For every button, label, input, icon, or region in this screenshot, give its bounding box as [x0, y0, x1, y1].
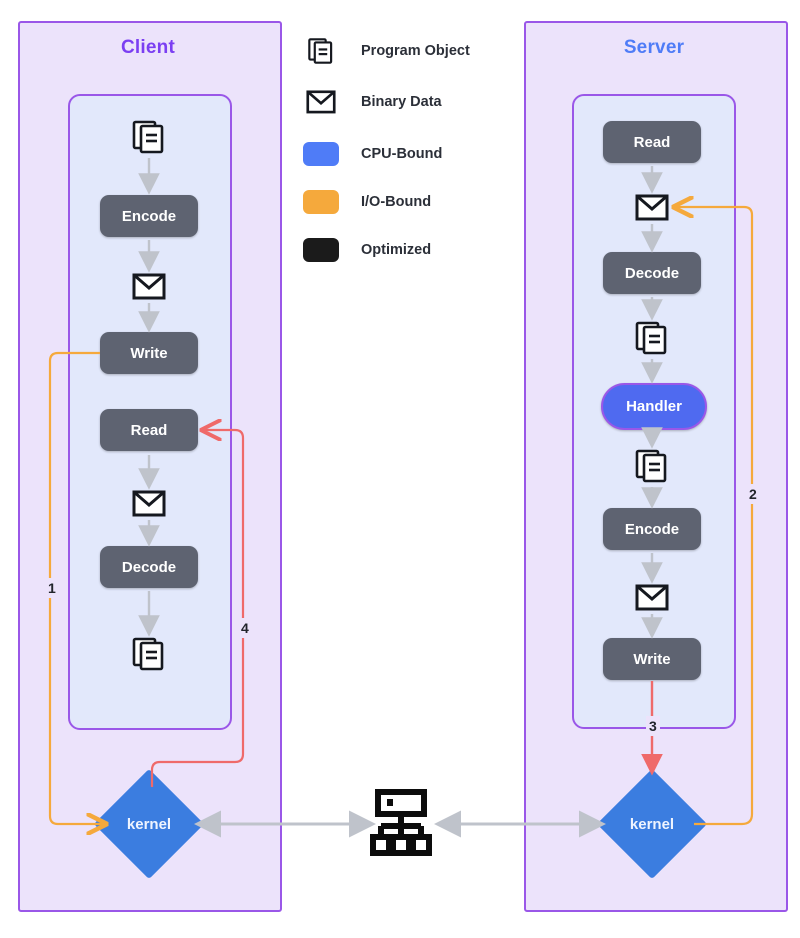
client-node-write-label: Write: [130, 344, 168, 362]
client-kernel-label: kernel: [126, 815, 172, 833]
client-node-decode[interactable]: Decode: [100, 546, 198, 588]
sequence-label-3: 3: [646, 716, 660, 736]
client-kernel[interactable]: kernel: [93, 768, 205, 880]
server-node-encode[interactable]: Encode: [603, 508, 701, 550]
network-hub-icon: [370, 788, 432, 858]
sequence-label-1: 1: [45, 578, 59, 598]
legend-label-program-object: Program Object: [361, 43, 470, 59]
server-node-write[interactable]: Write: [603, 638, 701, 680]
server-title: Server: [623, 37, 685, 58]
legend-label-binary-data: Binary Data: [361, 93, 442, 110]
server-node-decode-label: Decode: [624, 264, 680, 282]
client-title: Client: [121, 37, 175, 58]
program-object-icon: [131, 636, 167, 672]
client-node-encode-label: Encode: [121, 207, 177, 225]
sequence-label-4: 4: [238, 618, 252, 638]
client-node-decode-label: Decode: [121, 558, 177, 576]
program-object-icon: [303, 36, 339, 66]
server-kernel-label: kernel: [629, 815, 675, 833]
binary-data-icon: [635, 583, 669, 611]
server-node-encode-label: Encode: [624, 520, 680, 538]
legend-item-io-bound: I/O-Bound: [303, 190, 431, 214]
server-node-write-label: Write: [633, 650, 671, 668]
client-node-read[interactable]: Read: [100, 409, 198, 451]
binary-data-icon: [635, 193, 669, 221]
program-object-icon: [131, 119, 167, 155]
legend-label-io-bound: I/O-Bound: [361, 194, 432, 210]
server-node-handler-label: Handler: [626, 398, 682, 415]
legend-item-cpu-bound: CPU-Bound: [303, 142, 442, 166]
server-kernel[interactable]: kernel: [596, 768, 708, 880]
legend-label-optimized: Optimized: [361, 242, 432, 258]
client-node-encode[interactable]: Encode: [100, 195, 198, 237]
server-node-read-label: Read: [633, 133, 671, 151]
legend-label-cpu-bound: CPU-Bound: [361, 146, 443, 162]
sequence-label-2: 2: [746, 484, 760, 504]
swatch-io-bound: [303, 190, 339, 214]
server-node-handler[interactable]: Handler: [601, 383, 707, 430]
swatch-cpu-bound: [303, 142, 339, 166]
client-node-read-label: Read: [130, 421, 168, 439]
binary-data-icon: [132, 489, 166, 517]
program-object-icon: [634, 320, 670, 356]
client-node-write[interactable]: Write: [100, 332, 198, 374]
binary-data-icon: [132, 272, 166, 300]
program-object-icon: [634, 448, 670, 484]
server-node-read[interactable]: Read: [603, 121, 701, 163]
server-node-decode[interactable]: Decode: [603, 252, 701, 294]
legend-item-optimized: Optimized: [303, 238, 431, 262]
legend-item-binary-data: Binary Data: [303, 89, 442, 114]
legend-item-program-object: Program Object: [303, 36, 470, 66]
binary-data-icon: [303, 89, 339, 114]
swatch-optimized: [303, 238, 339, 262]
